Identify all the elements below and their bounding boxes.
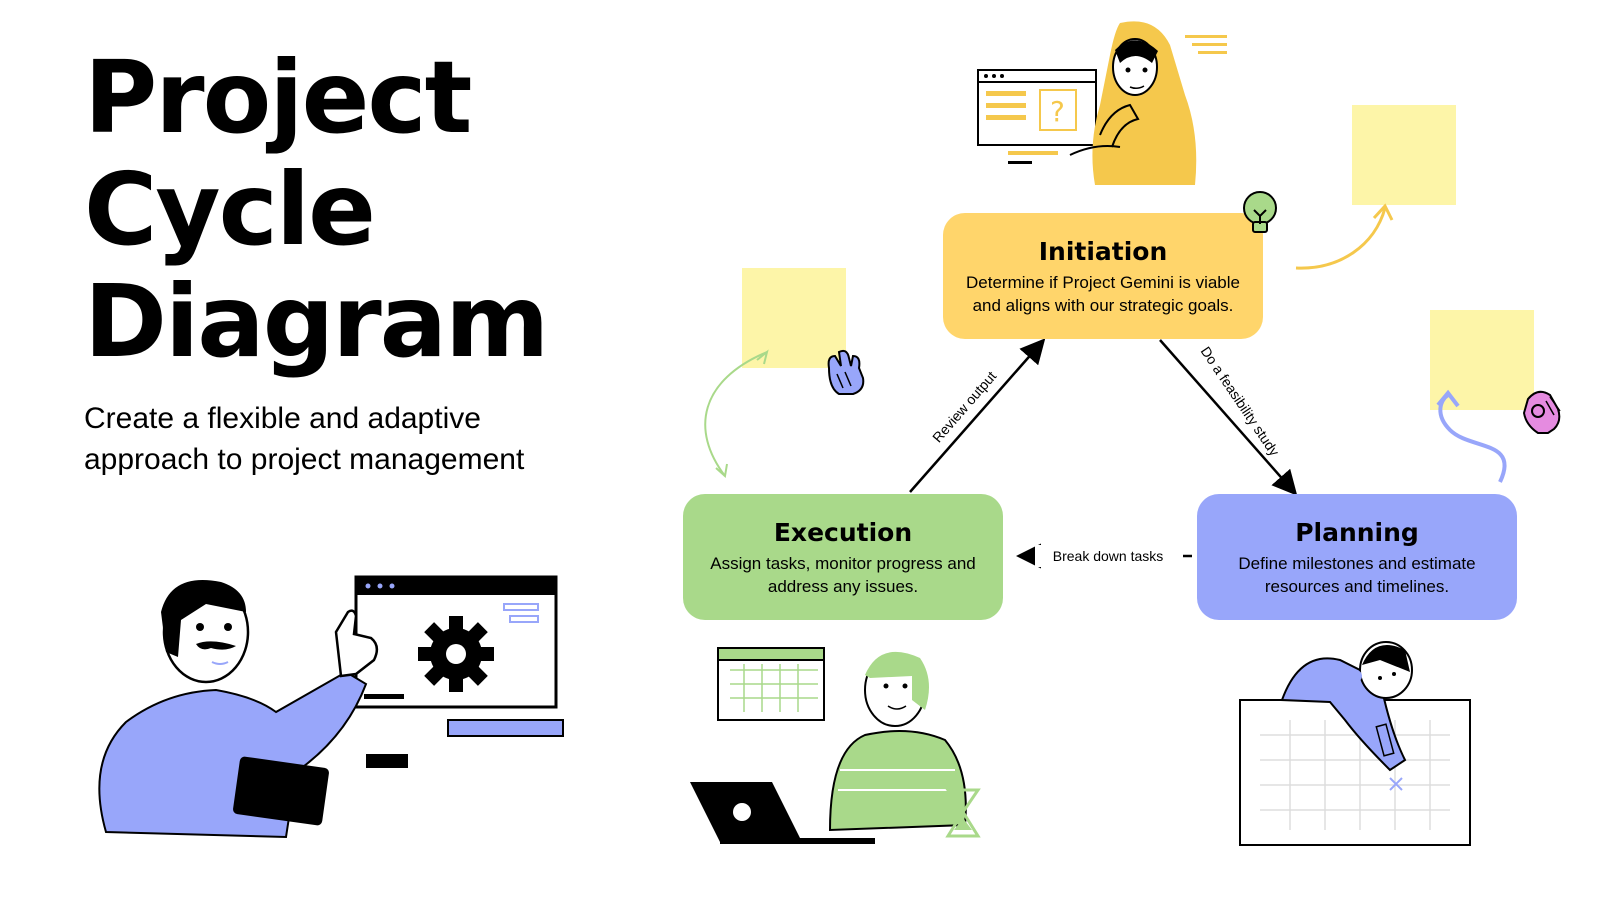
title-line-1: Project [84, 39, 473, 156]
page-subtitle: Create a flexible and adaptive approach … [84, 402, 525, 476]
calendar-icon [717, 647, 825, 721]
title-line-2: Cycle [84, 151, 376, 268]
node-title: Planning [1295, 518, 1419, 547]
green-curved-arrow [704, 351, 768, 477]
edge-execution-initiation [909, 338, 1046, 493]
node-title: Initiation [1038, 237, 1168, 266]
node-planning: Planning Define milestones and estimate … [1197, 494, 1517, 620]
node-initiation: Initiation Determine if Project Gemini i… [943, 213, 1263, 339]
node-execution: Execution Assign tasks, monitor progress… [683, 494, 1003, 620]
ok-hand-icon [1522, 390, 1561, 434]
edge-label-review: Review output [929, 368, 999, 446]
lightbulb-icon [1243, 191, 1277, 233]
title-line-3: Diagram [84, 263, 549, 380]
hourglass-icon [945, 788, 981, 838]
thinking-person-illustration: ? [977, 21, 1227, 185]
planner-person-illustration [1239, 641, 1471, 846]
edge-label-break-down: Break down tasks [1053, 548, 1164, 564]
yellow-curved-arrow [1295, 207, 1387, 270]
laptop-person-illustration [690, 647, 981, 844]
page-title: Project Cycle Diagram [84, 39, 549, 380]
edge-label-feasibility: Do a feasibility study [1198, 344, 1283, 459]
sticky-note [742, 268, 846, 368]
node-description: Define milestones and estimate resources… [1238, 554, 1476, 596]
sticky-note [1352, 105, 1456, 205]
question-window-icon: ? [977, 69, 1097, 164]
edge-initiation-planning [1159, 339, 1298, 496]
man-with-gear-illustration [98, 575, 564, 839]
node-description: Determine if Project Gemini is viable an… [966, 273, 1240, 315]
svg-text:?: ? [1050, 95, 1065, 128]
node-title: Execution [773, 518, 913, 547]
clapping-hand-icon [827, 349, 865, 395]
gear-icon [418, 616, 494, 692]
node-description: Assign tasks, monitor progress and addre… [710, 554, 976, 596]
